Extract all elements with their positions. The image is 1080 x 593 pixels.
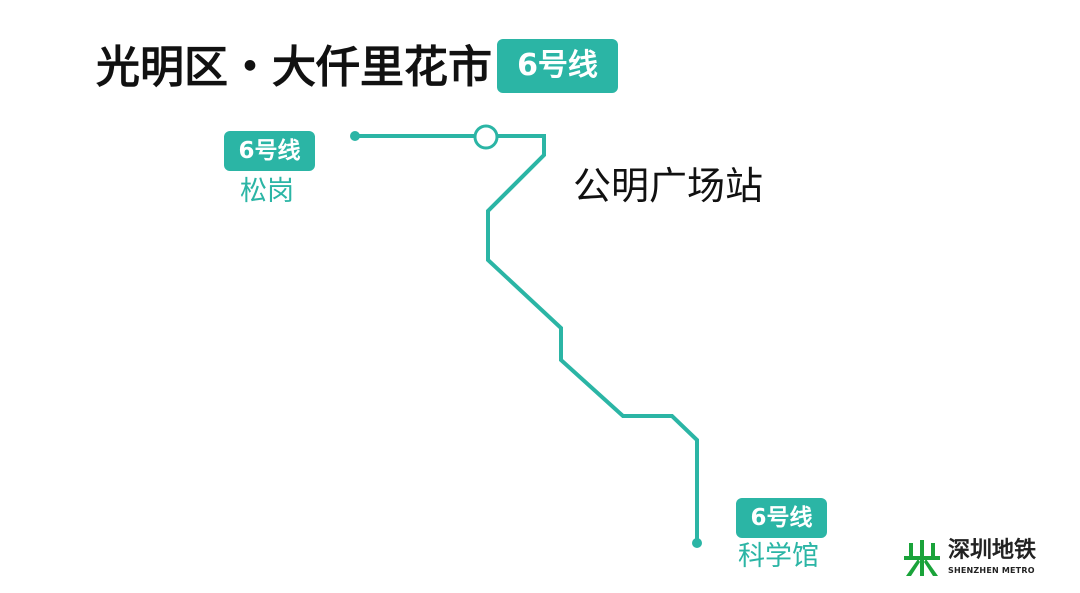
page-title: 光明区・大仟里花市 xyxy=(96,42,492,93)
terminal-dot-kexueguan[interactable] xyxy=(692,538,702,548)
line-badge-header: 6号线 xyxy=(497,39,618,93)
station-label-songgang[interactable]: 松岗 xyxy=(240,176,294,207)
metro-name-cn: 深圳地铁 xyxy=(948,538,1037,563)
line-badge-songgang: 6号线 xyxy=(224,131,315,171)
metro-logo-icon xyxy=(904,540,940,576)
current-station-marker[interactable] xyxy=(473,124,499,150)
station-label-kexueguan[interactable]: 科学馆 xyxy=(738,541,819,572)
current-station-name: 公明广场站 xyxy=(573,164,764,208)
line-6-route xyxy=(355,134,699,543)
metro-name-en: SHENZHEN METRO xyxy=(948,566,1035,575)
terminal-dot-songgang[interactable] xyxy=(350,131,360,141)
line-badge-kexueguan: 6号线 xyxy=(736,498,827,538)
shenzhen-metro-logo: 深圳地铁 SHENZHEN METRO xyxy=(904,538,1054,580)
